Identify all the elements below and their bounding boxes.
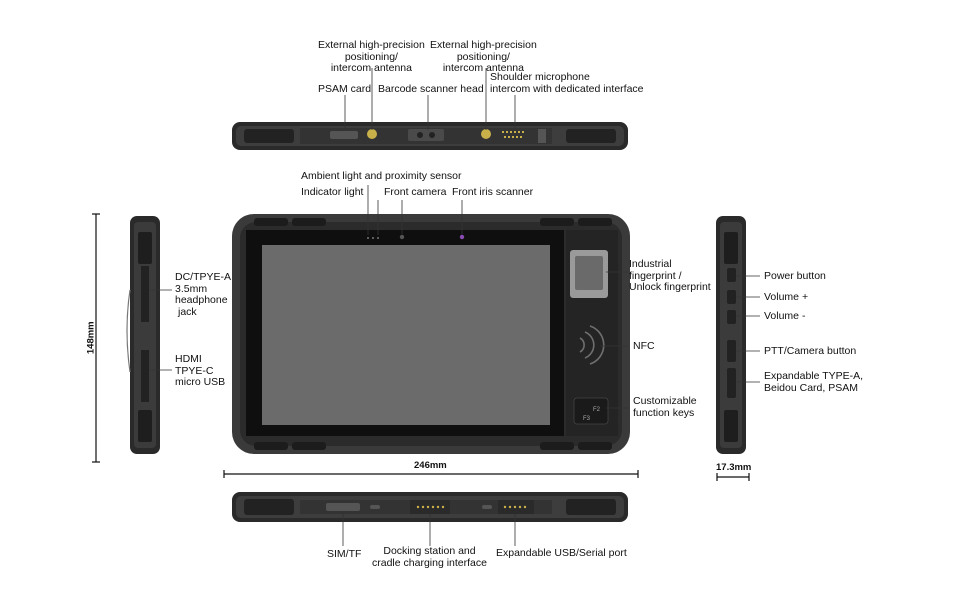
label-barcode-scanner: Barcode scanner head <box>378 83 484 95</box>
dimension-height: 148mm <box>85 321 97 355</box>
vol-down-key <box>727 310 736 324</box>
strap <box>126 289 131 373</box>
shoulder-mic-pins <box>502 131 524 138</box>
label-iris-scanner: Front iris scanner <box>452 186 534 198</box>
front-camera-lens <box>399 234 405 240</box>
top-callout-lines <box>344 68 516 130</box>
antenna-right-connector <box>481 129 491 139</box>
right-callout-lines <box>736 275 760 383</box>
dimension-width: 246mm <box>414 460 447 471</box>
top-view-device <box>232 122 628 150</box>
dimension-lines <box>92 213 750 481</box>
front-view-device <box>232 214 630 454</box>
label-ptt-button: PTT/Camera button <box>764 345 857 357</box>
bottom-callout-lines <box>342 511 516 546</box>
label-dc-jack: DC/TPYE-A 3.5mm headphone jack <box>175 271 232 318</box>
nfc-symbol <box>579 325 605 365</box>
front-callout-lines <box>367 185 628 409</box>
label-volume-up: Volume + <box>764 291 809 303</box>
vol-up-key <box>727 290 736 304</box>
label-side-ports: HDMI TPYE-C micro USB <box>175 353 226 388</box>
label-antenna-right: External high-precision positioning/ int… <box>430 39 537 74</box>
label-shoulder-mic: Shoulder microphone intercom with dedica… <box>490 71 644 95</box>
ptt-key <box>727 340 736 362</box>
label-docking: Docking station and cradle charging inte… <box>372 545 487 569</box>
label-expandable-port: Expandable TYPE-A, Beidou Card, PSAM <box>764 370 864 394</box>
left-callout-lines <box>150 289 172 371</box>
key-label-f3: F3 <box>583 416 591 422</box>
bottom-view-device <box>232 492 628 522</box>
label-antenna-left: External high-precision positioning/ int… <box>318 39 425 74</box>
label-power-button: Power button <box>764 270 826 282</box>
antenna-left-connector <box>367 129 377 139</box>
label-nfc: NFC <box>633 340 655 352</box>
key-label-f2: F2 <box>593 407 601 413</box>
power-key <box>727 268 736 282</box>
label-volume-down: Volume - <box>764 310 806 322</box>
barcode-scanner-window <box>408 129 444 141</box>
label-psam-card: PSAM card <box>318 83 372 95</box>
screen <box>262 245 550 425</box>
right-side-device <box>716 216 746 454</box>
psam-slot <box>330 131 358 139</box>
label-indicator-light: Indicator light <box>301 186 364 198</box>
dock-connector <box>410 500 450 514</box>
iris-scanner-lens <box>459 234 465 240</box>
function-key-cluster <box>573 397 609 425</box>
label-front-camera: Front camera <box>384 186 447 198</box>
dimension-depth: 17.3mm <box>716 462 752 473</box>
label-function-keys: Customizable function keys <box>633 395 697 419</box>
expandable-port <box>727 368 736 398</box>
label-fingerprint: Industrial fingerprint / Unlock fingerpr… <box>629 258 711 293</box>
sim-slot <box>326 503 360 511</box>
left-side-device <box>126 216 160 454</box>
label-usb-serial: Expandable USB/Serial port <box>496 547 627 559</box>
label-ambient-sensor: Ambient light and proximity sensor <box>301 170 462 182</box>
label-sim-tf: SIM/TF <box>327 548 362 560</box>
